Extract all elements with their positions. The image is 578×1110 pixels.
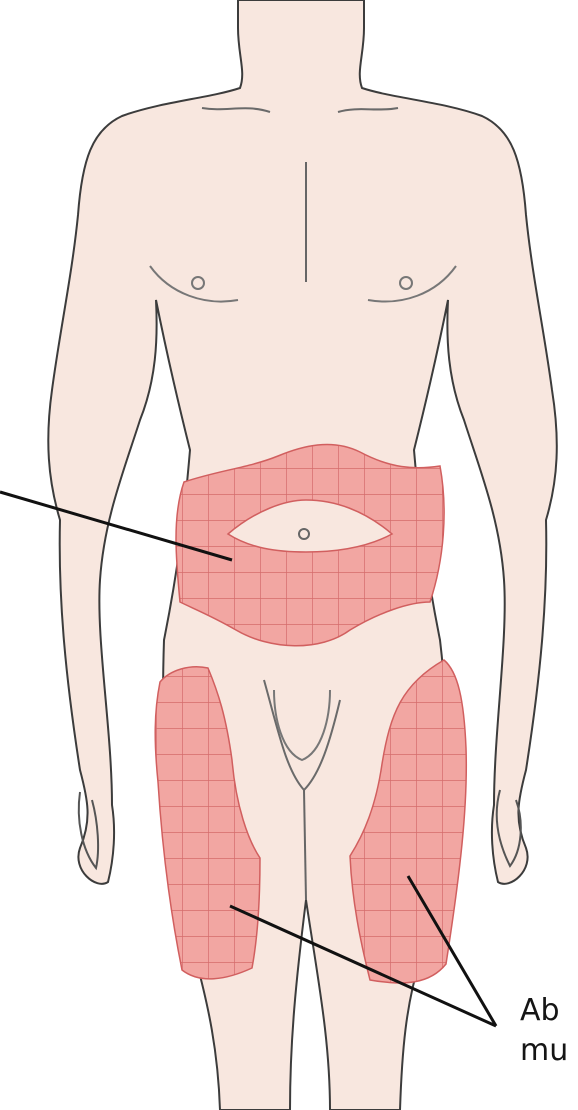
right-label-line-2: mu bbox=[520, 1033, 568, 1068]
right-label-line-1: Ab bbox=[520, 993, 560, 1028]
